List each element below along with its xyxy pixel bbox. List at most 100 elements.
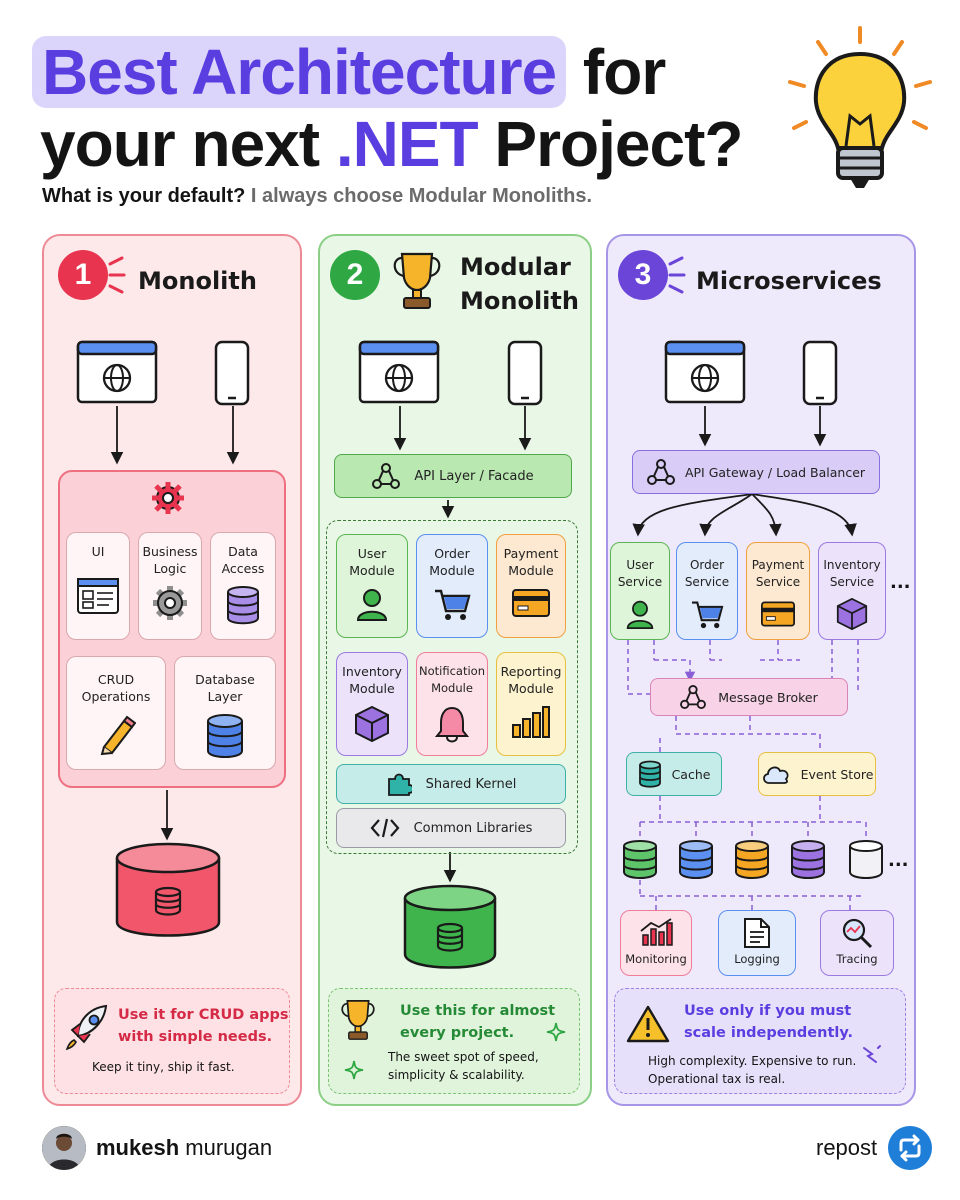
- subtitle: What is your default? I always choose Mo…: [42, 185, 592, 208]
- code-brackets-icon: [370, 818, 400, 838]
- database-layer-label: Database Layer: [195, 672, 255, 704]
- crud-operations-label: CRUD Operations: [81, 672, 151, 704]
- avatar[interactable]: [42, 1126, 86, 1170]
- inventory-service: Inventory Service: [818, 542, 886, 640]
- shared-kernel-label: Shared Kernel: [425, 776, 517, 792]
- network-icon: [646, 459, 675, 485]
- common-libraries-label: Common Libraries: [413, 820, 533, 836]
- database-layer-module: Database Layer: [174, 656, 276, 770]
- payment-service-label: Payment Service: [751, 558, 805, 589]
- database-icon: [735, 840, 769, 879]
- network-icon: [372, 463, 401, 489]
- microservices-note-headline: Use only if you must scale independently…: [684, 1003, 853, 1041]
- user-icon: [626, 600, 654, 629]
- modular-note: [328, 988, 580, 1094]
- rocket-icon: [65, 1004, 108, 1051]
- order-service: Order Service: [676, 542, 738, 640]
- data-access-label: Data Access: [221, 544, 265, 576]
- modules-boundary: [326, 520, 578, 854]
- author-last-name: murugan: [179, 1135, 273, 1160]
- credit-card-icon: [512, 589, 550, 617]
- network-icon: [680, 685, 707, 709]
- microservices-number-badge: 3: [618, 250, 668, 300]
- monitoring-label: Monitoring: [625, 952, 687, 966]
- title-net: .NET: [335, 108, 479, 180]
- payment-module-label: Payment Module: [503, 546, 559, 578]
- event-store-label: Event Store: [800, 766, 874, 782]
- browser-window-icon: [358, 340, 440, 404]
- user-service-label: User Service: [617, 558, 663, 589]
- mobile-phone-icon: [507, 340, 543, 406]
- message-broker: Message Broker: [650, 678, 848, 716]
- lightning-spark-icon: [863, 1045, 881, 1063]
- modular-title: Modular Monolith: [460, 253, 579, 315]
- business-logic-label: Business Logic: [142, 544, 198, 576]
- cart-icon: [692, 601, 724, 629]
- user-icon: [356, 589, 388, 621]
- business-logic-module: Business Logic: [138, 532, 202, 640]
- common-libraries: Common Libraries: [336, 808, 566, 848]
- more-services-ellipsis: ...: [890, 572, 911, 593]
- tracing-label: Tracing: [836, 952, 878, 966]
- mobile-phone-icon: [214, 340, 250, 406]
- monolith-note-caption: Keep it tiny, ship it fast.: [92, 1060, 235, 1074]
- database-icon: [791, 840, 825, 879]
- api-gateway-label: API Gateway / Load Balancer: [684, 464, 866, 480]
- database-icon: [638, 760, 661, 788]
- author-name[interactable]: mukesh murugan: [96, 1135, 272, 1161]
- modular-database-icon: [403, 884, 497, 969]
- api-layer-facade: API Layer / Facade: [334, 454, 572, 498]
- logging: Logging: [718, 910, 796, 976]
- inventory-service-label: Inventory Service: [823, 558, 881, 589]
- page-title-line-1: Best Architecture for: [32, 36, 666, 108]
- order-service-label: Order Service: [684, 558, 730, 589]
- bar-chart-icon: [512, 706, 550, 738]
- package-box-icon: [836, 597, 868, 631]
- subtitle-muted: I always choose Modular Monoliths.: [245, 185, 593, 207]
- microservices-title: Microservices: [696, 267, 882, 295]
- user-module: User Module: [336, 534, 408, 638]
- database-icon: [207, 714, 243, 758]
- crud-operations-module: CRUD Operations: [66, 656, 166, 770]
- ui-module: UI: [66, 532, 130, 640]
- repost-label[interactable]: repost: [816, 1135, 878, 1160]
- gear-icon: [152, 482, 184, 514]
- reporting-module: Reporting Module: [496, 652, 566, 756]
- tracing: Tracing: [820, 910, 894, 976]
- reporting-module-label: Reporting Module: [500, 664, 562, 696]
- database-icon: [623, 840, 657, 879]
- title-rest: for: [566, 36, 666, 108]
- event-store: Event Store: [758, 752, 876, 796]
- modular-number-badge: 2: [330, 250, 380, 300]
- order-module-label: Order Module: [429, 546, 475, 578]
- lightbulb-icon: [788, 26, 932, 188]
- puzzle-icon: [387, 773, 412, 796]
- monolith-note: [54, 988, 290, 1094]
- payment-module: Payment Module: [496, 534, 566, 638]
- logging-label: Logging: [734, 952, 780, 966]
- magnifier-icon: [842, 918, 873, 949]
- monolith-number-badge: 1: [58, 250, 108, 300]
- credit-card-icon: [761, 601, 795, 627]
- repost-icon: [899, 1134, 921, 1162]
- spark-icon: [108, 256, 126, 294]
- browser-window-icon: [664, 340, 746, 404]
- author-first-name: mukesh: [96, 1135, 180, 1160]
- cart-icon: [435, 589, 471, 620]
- trophy-icon: [393, 252, 441, 309]
- title-highlight: Best Architecture: [32, 36, 567, 108]
- monolith-note-headline: Use it for CRUD apps with simple needs.: [118, 1007, 289, 1045]
- message-broker-label: Message Broker: [718, 689, 818, 705]
- mobile-phone-icon: [802, 340, 838, 406]
- notification-module-label: Notification Module: [419, 664, 485, 695]
- package-box-icon: [355, 705, 389, 743]
- browser-window-icon: [76, 340, 158, 404]
- payment-service: Payment Service: [746, 542, 810, 640]
- pencil-icon: [100, 715, 136, 755]
- chart-monitor-icon: [640, 918, 673, 946]
- ui-module-label: UI: [91, 544, 105, 559]
- more-databases-ellipsis: ...: [888, 850, 909, 871]
- subtitle-bold: What is your default?: [42, 185, 246, 207]
- title-part-a: your next: [40, 108, 336, 180]
- repost-button[interactable]: [888, 1126, 932, 1170]
